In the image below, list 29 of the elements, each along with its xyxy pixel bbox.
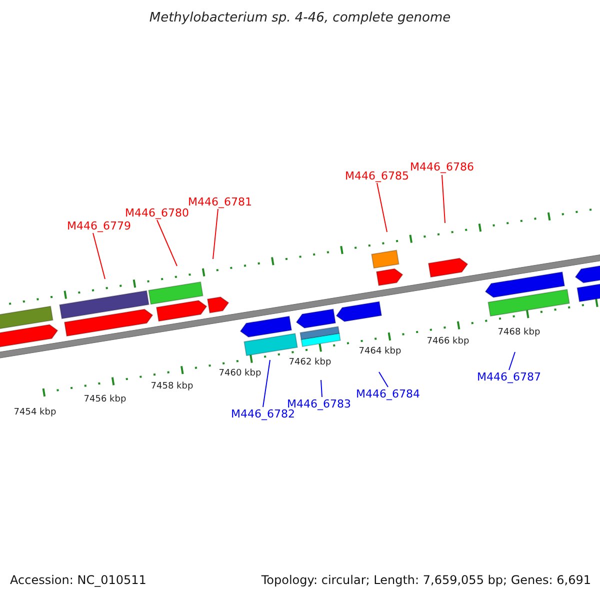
leader-line xyxy=(376,182,388,232)
scale-label: 7464 kbp xyxy=(358,348,402,356)
leader-line xyxy=(320,380,322,398)
leader-line xyxy=(212,208,218,260)
gene-label: M446_6783 xyxy=(287,398,351,410)
leader-line xyxy=(442,174,446,224)
scale-label: 7466 kbp xyxy=(426,338,470,346)
gene-label: M446_6785 xyxy=(345,170,409,182)
leader-line xyxy=(262,360,270,408)
title: Methylobacterium sp. 4-46, complete genome xyxy=(149,12,451,24)
leader-line xyxy=(92,232,106,280)
scale-label: 7462 kbp xyxy=(288,358,332,368)
gene-label: M446_6782 xyxy=(231,408,295,420)
gene-label: M446_6784 xyxy=(356,388,420,400)
gene-label: M446_6780 xyxy=(125,208,189,218)
scale-label: 7460 kbp xyxy=(218,370,262,378)
scale-label: 7456 kbp xyxy=(84,396,126,404)
leader-line xyxy=(378,372,388,388)
gene-label: M446_6787 xyxy=(477,372,541,382)
leader-line xyxy=(508,352,516,370)
accession-text: Accession: NC_010511 xyxy=(10,574,146,586)
gene-label: M446_6786 xyxy=(410,162,474,172)
leader-line xyxy=(156,220,178,266)
gene-label: M446_6779 xyxy=(67,220,131,232)
scale-label: 7454 kbp xyxy=(14,408,56,418)
scale-label: 7458 kbp xyxy=(150,382,194,392)
gene-label: M446_6781 xyxy=(188,196,252,208)
scale-label: 7468 kbp xyxy=(498,328,540,338)
genome-info-text: Topology: circular; Length: 7,659,055 bp; Genes: 6,691 xyxy=(261,574,591,586)
